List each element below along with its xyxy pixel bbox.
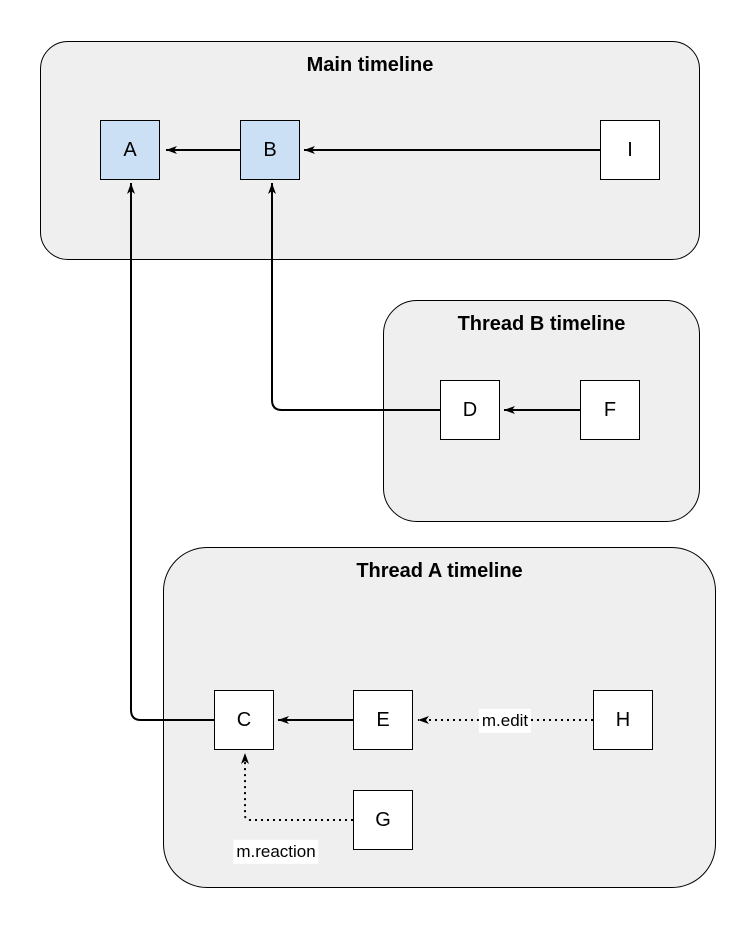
thread-b-timeline-title: Thread B timeline [457, 313, 626, 335]
node-g-label: G [375, 808, 391, 831]
node-event-b: B [240, 120, 300, 180]
edge-label-m-reaction: m.reaction [233, 839, 319, 865]
node-i-label: I [627, 138, 633, 161]
node-event-d: D [440, 380, 500, 440]
node-e-label: E [376, 708, 390, 731]
node-event-e: E [353, 690, 413, 750]
node-event-a: A [100, 120, 160, 180]
edge-label-m-edit: m.edit [478, 708, 532, 734]
node-event-c: C [214, 690, 274, 750]
main-timeline-title: Main timeline [306, 54, 434, 76]
node-h-label: H [615, 708, 631, 731]
node-d-label: D [462, 398, 478, 421]
node-c-label: C [236, 708, 252, 731]
node-event-f: F [580, 380, 640, 440]
container-thread-b-timeline: Thread B timeline [383, 300, 700, 522]
node-f-label: F [603, 398, 617, 421]
node-event-h: H [593, 690, 653, 750]
node-a-label: A [123, 138, 137, 161]
thread-a-timeline-title: Thread A timeline [356, 560, 523, 582]
node-b-label: B [263, 138, 277, 161]
node-event-i: I [600, 120, 660, 180]
node-event-g: G [353, 790, 413, 850]
